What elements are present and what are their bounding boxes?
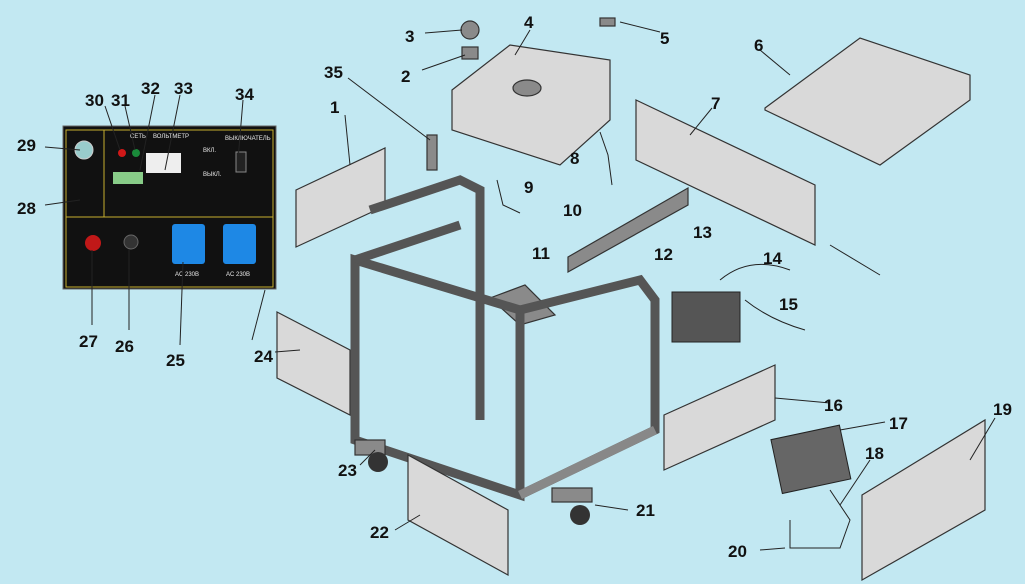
socket-1-icon <box>172 224 205 264</box>
callout-7: 7 <box>711 94 720 113</box>
indicator-green <box>132 149 140 157</box>
caster-23 <box>354 439 388 472</box>
on-label: ВКЛ. <box>203 148 216 154</box>
callout-17: 17 <box>889 414 908 433</box>
indicator-red <box>118 149 126 157</box>
rod-9 <box>496 179 521 214</box>
callout-9: 9 <box>524 178 533 197</box>
emergency-stop-icon <box>85 235 101 251</box>
socket-2-label: AC 230В <box>226 272 250 278</box>
callout-22: 22 <box>370 523 389 542</box>
callout-28: 28 <box>17 199 36 218</box>
callout-14: 14 <box>763 249 782 268</box>
rear-panel-7 <box>635 99 816 246</box>
breaker-switch <box>235 151 247 173</box>
black-button-icon <box>123 234 139 250</box>
leader-lines <box>44 21 996 551</box>
top-cover <box>764 37 971 166</box>
rod-8 <box>599 131 613 186</box>
control-panel-detail: СЕТЬ ВОЛЬТМЕТР ВКЛ. ВЫКЛ. ВЫКЛЮЧАТЕЛЬ AC… <box>62 125 277 290</box>
callout-20: 20 <box>728 542 747 561</box>
fuel-filter <box>461 46 479 60</box>
callout-30: 30 <box>85 91 104 110</box>
callout-11: 11 <box>532 244 550 263</box>
callout-12: 12 <box>654 245 673 264</box>
callout-33: 33 <box>174 79 193 98</box>
callout-8: 8 <box>570 149 579 168</box>
callout-15: 15 <box>779 295 798 314</box>
side-panel-16 <box>663 364 776 471</box>
callout-34: 34 <box>235 85 254 104</box>
side-panel-19 <box>861 418 986 582</box>
oil-cooler <box>770 424 852 495</box>
fuel-tank <box>451 44 611 166</box>
frame <box>350 175 660 502</box>
callout-21: 21 <box>636 501 655 520</box>
callout-19: 19 <box>993 400 1012 419</box>
callout-25: 25 <box>166 351 185 370</box>
callout-1: 1 <box>330 98 339 117</box>
callout-23: 23 <box>338 461 357 480</box>
battery <box>671 291 741 343</box>
callout-4: 4 <box>524 13 534 32</box>
callout-24: 24 <box>254 347 273 366</box>
callout-18: 18 <box>865 444 884 463</box>
fuel-cap <box>460 20 480 40</box>
switch-label: ВЫКЛЮЧАТЕЛЬ <box>225 136 271 142</box>
off-label: ВЫКЛ. <box>203 172 222 178</box>
callout-32: 32 <box>141 79 160 98</box>
callout-10: 10 <box>563 201 582 220</box>
network-label: СЕТЬ <box>130 134 146 140</box>
bracket-rod <box>829 244 881 276</box>
voltmeter-icon <box>146 153 181 173</box>
callout-31: 31 <box>111 91 130 110</box>
grille-22 <box>407 453 509 577</box>
side-grille-1 <box>295 147 386 248</box>
callout-numbers: 1 2 3 4 5 6 7 8 9 10 11 12 13 14 15 16 1… <box>17 13 1012 561</box>
hose-20 <box>789 489 851 549</box>
hour-meter-display <box>113 172 143 184</box>
caster-21 <box>551 487 593 525</box>
socket-2-icon <box>223 224 256 264</box>
callout-16: 16 <box>824 396 843 415</box>
callout-27: 27 <box>79 332 98 351</box>
callout-13: 13 <box>693 223 712 242</box>
socket-1-label: AC 230В <box>175 272 199 278</box>
callout-26: 26 <box>115 337 134 356</box>
callout-35: 35 <box>324 63 343 82</box>
cable-15 <box>744 299 806 331</box>
fuel-valve <box>426 134 438 171</box>
voltmeter-label: ВОЛЬТМЕТР <box>153 134 189 140</box>
callout-6: 6 <box>754 36 763 55</box>
cable-14 <box>719 263 791 281</box>
callout-5: 5 <box>660 29 669 48</box>
callout-3: 3 <box>405 27 414 46</box>
callout-2: 2 <box>401 67 410 86</box>
bracket-5 <box>599 17 616 27</box>
panel-part-24 <box>276 311 351 416</box>
plate-10 <box>567 186 689 274</box>
callout-29: 29 <box>17 136 36 155</box>
